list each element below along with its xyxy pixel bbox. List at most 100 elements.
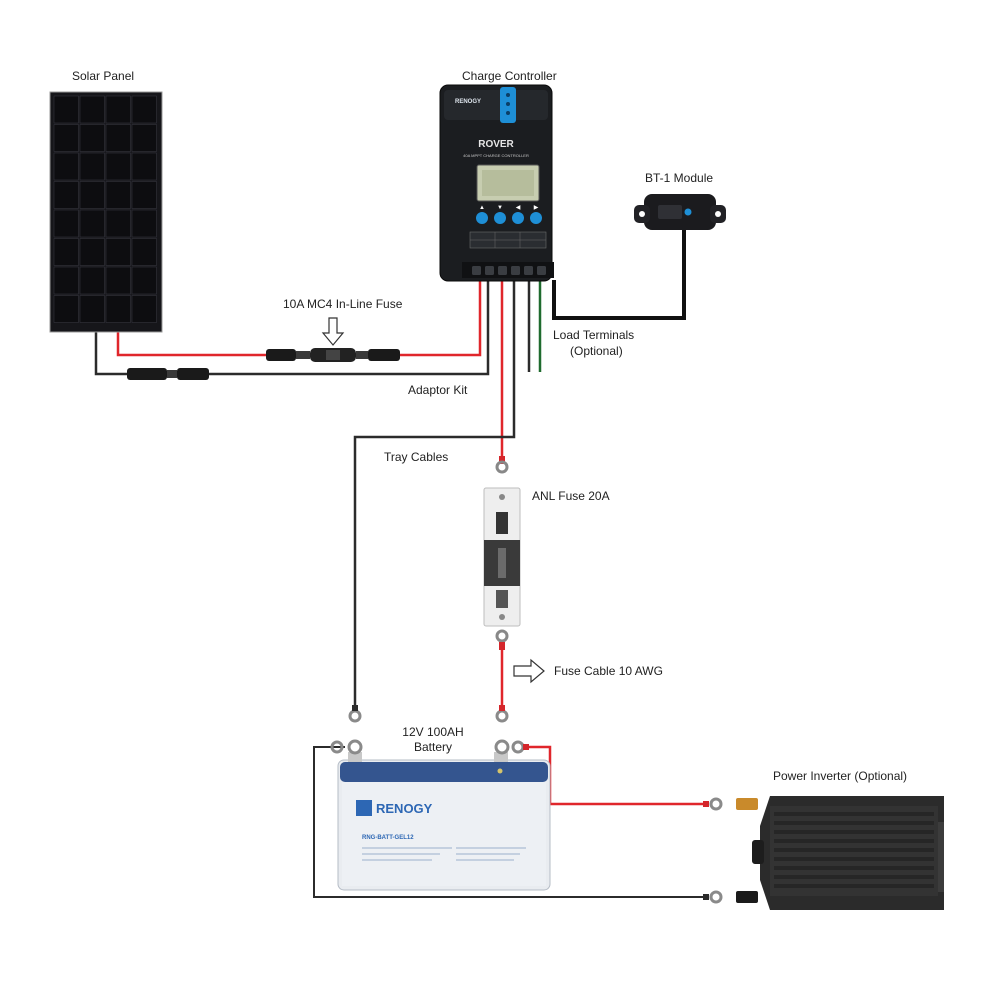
solar-cell bbox=[105, 266, 131, 295]
mc4-connector-left bbox=[266, 349, 310, 361]
solar-cell bbox=[79, 209, 105, 238]
right-arrow-icon bbox=[513, 658, 545, 684]
mc4-inline-fuse-assembly bbox=[266, 317, 400, 362]
terminal-slot bbox=[537, 266, 546, 275]
solar-cell bbox=[105, 295, 131, 323]
anl-fuse bbox=[483, 487, 521, 627]
solar-cell bbox=[53, 124, 79, 152]
inverter-fin bbox=[774, 812, 934, 816]
inverter-fin bbox=[774, 848, 934, 852]
inverter-positive-terminal bbox=[736, 798, 758, 810]
solar-cell bbox=[53, 181, 79, 209]
up-button-icon bbox=[476, 212, 488, 224]
controller-buttons: ▲ ▼ ◀ ▶ bbox=[476, 205, 542, 224]
solar-cell bbox=[79, 295, 105, 323]
load-terminals-label: Load Terminals bbox=[553, 328, 635, 342]
controller-model: ROVER bbox=[478, 139, 514, 150]
controller-brand: RENOGY bbox=[455, 99, 481, 105]
solar-cell bbox=[131, 209, 157, 238]
inverter-fin bbox=[774, 857, 934, 861]
solar-cell bbox=[79, 95, 105, 124]
controller-terminals bbox=[472, 266, 546, 275]
inverter-fin bbox=[774, 884, 934, 888]
battery-model: RNG-BATT-GEL12 bbox=[362, 835, 414, 841]
battery-label-line1: 12V 100AH bbox=[402, 725, 464, 739]
mc4-connector-right bbox=[356, 349, 400, 361]
solar-cell bbox=[53, 238, 79, 266]
solar-cell bbox=[131, 152, 157, 181]
terminal-slot bbox=[472, 266, 481, 275]
svg-text:◀: ◀ bbox=[516, 205, 521, 211]
terminal-slot bbox=[498, 266, 507, 275]
solar-positive-wire bbox=[116, 330, 268, 357]
adaptor-to-controller-negative-wire bbox=[207, 280, 490, 376]
solar-cells bbox=[53, 95, 157, 323]
anl-fuse-label: ANL Fuse 20A bbox=[532, 489, 610, 503]
down-button-icon bbox=[494, 212, 506, 224]
tray-cables-label: Tray Cables bbox=[384, 450, 449, 464]
inverter-fins bbox=[774, 812, 934, 888]
inline-fuse-label: 10A MC4 In-Line Fuse bbox=[283, 297, 403, 311]
solar-cell bbox=[131, 124, 157, 152]
adaptor-kit-connectors bbox=[127, 368, 209, 380]
solar-cell bbox=[105, 209, 131, 238]
solar-cell bbox=[79, 124, 105, 152]
inverter-fin bbox=[774, 875, 934, 879]
charge-controller-label: Charge Controller bbox=[462, 69, 557, 83]
battery-brand: RENOGY bbox=[376, 801, 433, 816]
solar-cell bbox=[105, 152, 131, 181]
solar-cell bbox=[131, 238, 157, 266]
solar-cell bbox=[131, 295, 157, 323]
solar-negative-wire bbox=[94, 330, 128, 376]
inverter-fin bbox=[774, 866, 934, 870]
battery-positive-terminal bbox=[494, 752, 508, 762]
solar-cell bbox=[79, 181, 105, 209]
solar-cell bbox=[53, 95, 79, 124]
bt1-module-label: BT-1 Module bbox=[645, 171, 714, 185]
charge-controller: RENOGY ROVER 40A MPPT CHARGE CONTROLLER … bbox=[439, 84, 554, 282]
terminal-slot bbox=[524, 266, 533, 275]
controller-subtitle: 40A MPPT CHARGE CONTROLLER bbox=[463, 153, 529, 158]
inverter-fin bbox=[774, 830, 934, 834]
inverter-fin bbox=[774, 839, 934, 843]
bt1-module bbox=[634, 194, 726, 230]
solar-cell bbox=[105, 238, 131, 266]
fuse-ring-terminals bbox=[495, 456, 509, 650]
enter-button-icon bbox=[530, 212, 542, 224]
solar-cell bbox=[131, 95, 157, 124]
solar-cell bbox=[131, 266, 157, 295]
svg-text:▲: ▲ bbox=[479, 205, 485, 211]
solar-cell bbox=[105, 95, 131, 124]
battery: RENOGY RNG-BATT-GEL12 bbox=[330, 705, 551, 891]
svg-text:▼: ▼ bbox=[497, 205, 503, 211]
load-optional-label: (Optional) bbox=[570, 344, 623, 358]
wires bbox=[94, 228, 708, 898]
fuse-cable-label: Fuse Cable 10 AWG bbox=[554, 664, 663, 678]
power-inverter-label: Power Inverter (Optional) bbox=[773, 769, 908, 783]
solar-cell bbox=[131, 181, 157, 209]
adaptor-kit-label: Adaptor Kit bbox=[408, 383, 468, 397]
bluetooth-icon bbox=[684, 208, 692, 216]
inverter-negative-terminal bbox=[736, 891, 758, 903]
terminal-slot bbox=[485, 266, 494, 275]
solar-cell bbox=[53, 152, 79, 181]
fuse-to-controller-positive-wire bbox=[398, 280, 482, 357]
controller-to-battery-negative-wire bbox=[353, 280, 516, 705]
solar-panel bbox=[49, 91, 163, 333]
battery-negative-terminal bbox=[348, 752, 362, 762]
solar-cell bbox=[79, 266, 105, 295]
solar-cell bbox=[105, 124, 131, 152]
solar-cell bbox=[79, 152, 105, 181]
back-button-icon bbox=[512, 212, 524, 224]
solar-cell bbox=[79, 238, 105, 266]
svg-text:▶: ▶ bbox=[534, 205, 539, 211]
down-arrow-icon bbox=[321, 317, 345, 346]
solar-cell bbox=[53, 295, 79, 323]
inline-fuse-body bbox=[310, 348, 356, 362]
battery-label-line2: Battery bbox=[413, 740, 452, 754]
terminal-slot bbox=[511, 266, 520, 275]
solar-cell bbox=[53, 266, 79, 295]
bt1-cable bbox=[552, 228, 686, 320]
